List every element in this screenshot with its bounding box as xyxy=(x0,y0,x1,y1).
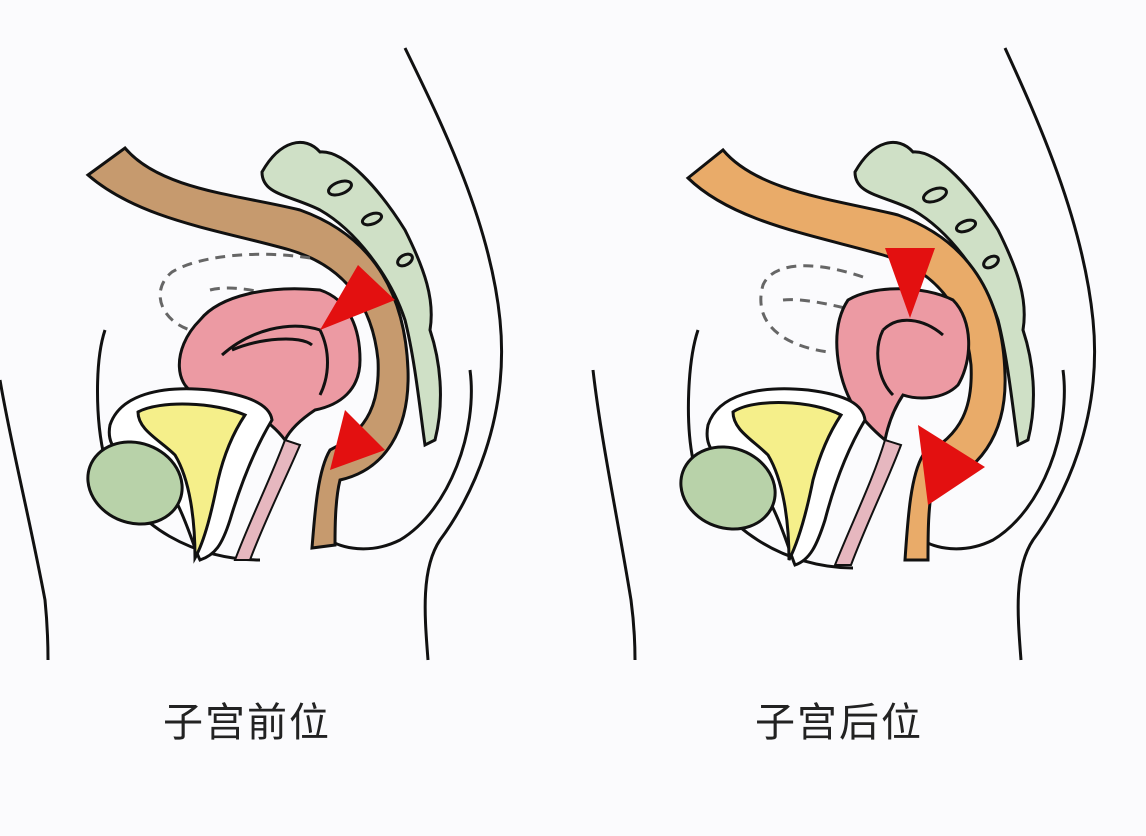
vagina xyxy=(233,438,302,561)
bladder xyxy=(731,401,844,561)
sacrum xyxy=(853,140,1035,448)
anteverted-illustration xyxy=(0,47,504,661)
sacrum xyxy=(260,140,442,448)
dashed-position-outline xyxy=(759,264,864,354)
abdomen-contour xyxy=(0,379,50,661)
back-contour xyxy=(403,47,504,661)
caption-retroverted: 子宫后位 xyxy=(755,700,923,746)
retroverted-illustration xyxy=(591,47,1097,661)
uterine-cavity xyxy=(876,318,944,397)
abdomen-contour xyxy=(591,369,637,661)
sacral-foramen xyxy=(982,254,1000,270)
arrow-lower xyxy=(918,425,985,505)
back-contour xyxy=(1003,47,1097,661)
bladder xyxy=(136,402,248,564)
sacral-foramen xyxy=(396,252,414,268)
buttock-contour xyxy=(329,369,473,551)
sacral-foramen xyxy=(954,218,978,234)
arrow-lower xyxy=(330,410,385,470)
pubic-bone xyxy=(679,445,777,531)
sacral-foramen xyxy=(922,186,948,204)
diagram-anteverted-panel: 子宫前位 xyxy=(0,47,504,746)
rectum xyxy=(85,145,410,550)
arrow-upper xyxy=(885,248,935,318)
caption-anteverted: 子宫前位 xyxy=(163,700,331,746)
buttock-contour xyxy=(922,369,1066,551)
sacral-foramen xyxy=(360,211,384,227)
uterine-cavity xyxy=(221,324,329,396)
pubic-bone xyxy=(86,440,184,526)
arrow-upper xyxy=(320,265,395,330)
vagina xyxy=(833,438,903,566)
sacral-foramen xyxy=(327,179,353,197)
diagram-retroverted-panel: 子宫后位 xyxy=(573,0,1146,836)
